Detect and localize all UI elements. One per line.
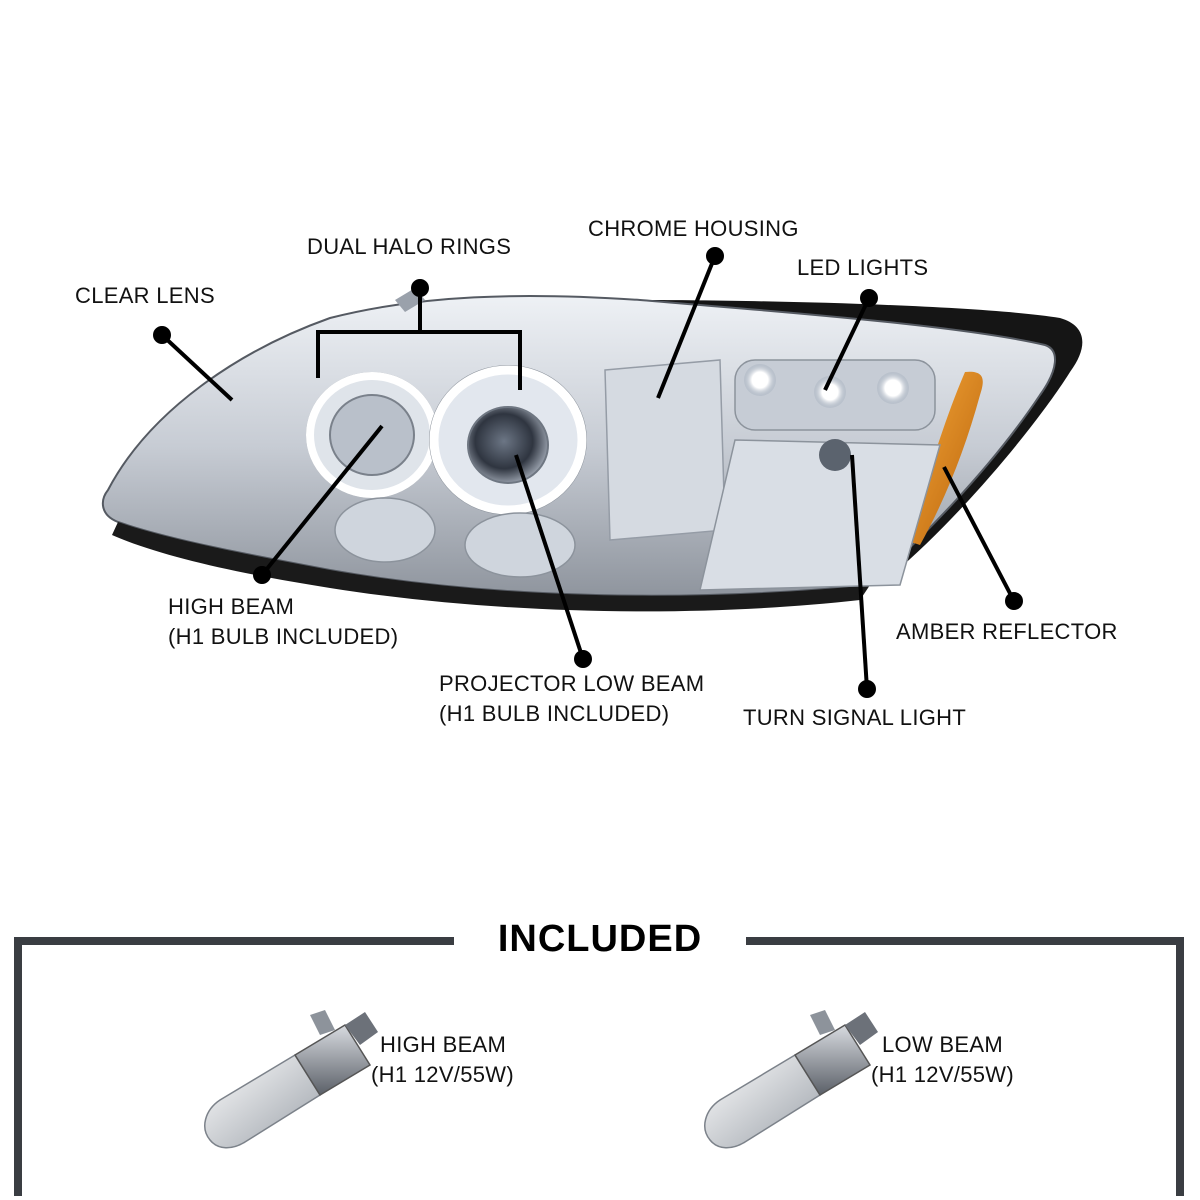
- included-frame-right: [746, 937, 1184, 1196]
- lower-reflector-center: [464, 512, 576, 578]
- led-light-1: [744, 364, 776, 396]
- included-item-high-beam-spec: (H1 12V/55W): [371, 1062, 514, 1087]
- projector-low-beam-dot: [574, 650, 592, 668]
- chrome-housing-shape: [604, 359, 726, 541]
- chrome-housing-leader: [656, 255, 717, 399]
- clear-lens-leader: [160, 333, 234, 402]
- included-title: INCLUDED: [456, 918, 744, 961]
- high-beam-reflector: [329, 394, 415, 476]
- turn-signal-shape: [699, 439, 941, 591]
- projector-low-beam-label: PROJECTOR LOW BEAM: [439, 671, 705, 696]
- chrome-housing-label: CHROME HOUSING: [588, 216, 799, 241]
- high-beam-label: HIGH BEAM: [168, 594, 295, 619]
- included-item-high-beam-label: HIGH BEAM: [380, 1032, 507, 1057]
- led-lights-label: LED LIGHTS: [797, 255, 929, 280]
- turn-signal-light-label: TURN SIGNAL LIGHT: [743, 705, 967, 730]
- projector-halo-ring: [429, 365, 587, 515]
- led-lights-dot: [860, 289, 878, 307]
- callout-lines: [153, 247, 1023, 698]
- included-item-low-beam-label: LOW BEAM: [882, 1032, 1003, 1057]
- projector-low-beam-leader: [514, 454, 585, 660]
- included-frame-left: [14, 937, 454, 1196]
- amber-reflector-leader: [942, 466, 1016, 602]
- dual-halo-rings-label: DUAL HALO RINGS: [307, 234, 512, 259]
- clear-lens-dot: [153, 326, 171, 344]
- headlight-illustration: [101, 288, 1083, 612]
- chrome-housing-dot: [706, 247, 724, 265]
- included-frame: [14, 937, 1184, 1196]
- high-beam-leader: [260, 424, 384, 577]
- amber-reflector-dot: [1005, 592, 1023, 610]
- projector-low-beam-sublabel: (H1 BULB INCLUDED): [439, 701, 670, 726]
- turn-signal-leader: [850, 454, 869, 690]
- led-light-3: [877, 372, 909, 404]
- led-light-2: [814, 376, 846, 408]
- high-beam-sublabel: (H1 BULB INCLUDED): [168, 624, 399, 649]
- projector-lens: [467, 406, 549, 484]
- clear-lens-label: CLEAR LENS: [75, 283, 215, 308]
- included-item-low-beam-spec: (H1 12V/55W): [871, 1062, 1014, 1087]
- high-beam-dot: [253, 566, 271, 584]
- lower-reflector-left: [334, 497, 436, 563]
- dual-halo-dot: [411, 279, 429, 297]
- low-beam-bulb-icon: [704, 1010, 878, 1149]
- high-beam-bulb-icon: [204, 1010, 378, 1149]
- turn-signal-bulb: [819, 439, 851, 471]
- led-lights-leader: [823, 297, 871, 391]
- amber-reflector-label: AMBER REFLECTOR: [896, 619, 1118, 644]
- turn-signal-dot: [858, 680, 876, 698]
